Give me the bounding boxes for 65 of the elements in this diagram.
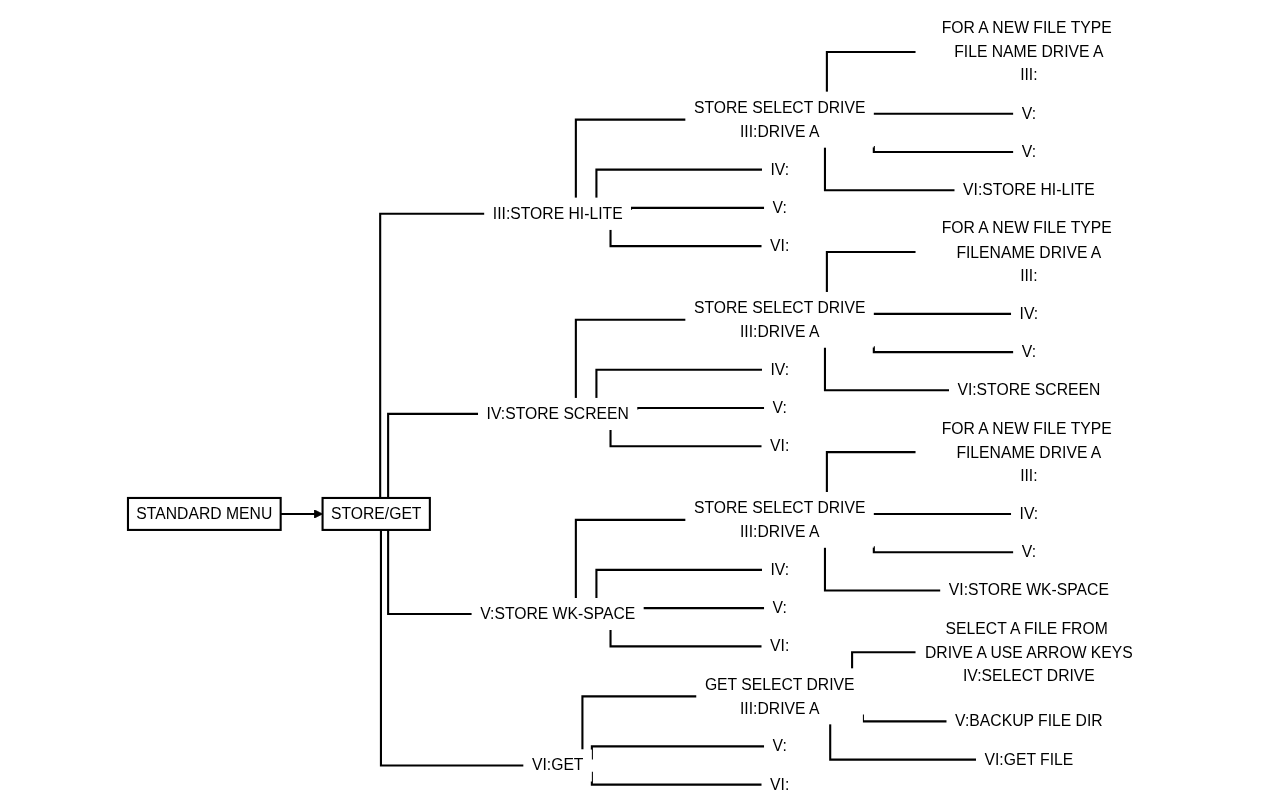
connector: [379, 529, 524, 767]
connector: [595, 168, 762, 198]
node-text: V:: [772, 397, 787, 416]
connector: [825, 250, 916, 292]
node-text: V:: [1021, 141, 1037, 160]
connector: [387, 412, 479, 498]
connector: [609, 429, 762, 447]
node-text: IV:: [770, 359, 790, 378]
connector: [825, 450, 916, 492]
node-text: FOR A NEW FILE TYPE FILE NAME DRIVE A III:: [941, 18, 1112, 84]
connector: [581, 694, 697, 750]
connector: [872, 345, 1014, 353]
connector: [379, 212, 485, 498]
node-text: VI:STORE SCREEN: [957, 380, 1101, 398]
node-text: V:: [772, 736, 787, 755]
node-text: FOR A NEW FILE TYPE FILENAME DRIVE A III:: [941, 418, 1112, 484]
connector: [823, 547, 941, 591]
node-text: IV:: [770, 159, 790, 178]
node-text: VI:: [770, 774, 790, 793]
node-box: STORE/GET: [321, 496, 431, 531]
node-text: VI:: [770, 636, 790, 654]
node-text: V:: [1021, 542, 1037, 560]
node-text: V:STORE WK-SPACE: [480, 603, 636, 622]
connector: [851, 650, 916, 669]
connector: [872, 145, 1014, 153]
node-text: FOR A NEW FILE TYPE FILENAME DRIVE A III:: [941, 218, 1112, 284]
connector: [872, 312, 1012, 316]
connector: [595, 368, 762, 398]
connector: [872, 112, 1014, 116]
connector: [574, 118, 686, 198]
node-text: VI:: [770, 436, 790, 454]
node-text: V:: [772, 197, 787, 216]
node-text: VI:STORE WK-SPACE: [948, 580, 1109, 599]
connector: [574, 318, 686, 398]
node-text: V:: [1021, 341, 1037, 360]
connector: [829, 723, 977, 761]
node-box: STANDARD MENU: [126, 496, 282, 531]
node-text: STORE SELECT DRIVE III:DRIVE A: [693, 497, 866, 540]
connector: [823, 146, 955, 191]
connector: [609, 629, 762, 647]
node-text: V:: [772, 597, 787, 616]
connector: [825, 50, 916, 92]
node-text: GET SELECT DRIVE III:DRIVE A: [704, 674, 855, 716]
connector: [387, 529, 472, 615]
node-text: VI:GET FILE: [984, 749, 1074, 768]
connector: [642, 606, 765, 610]
connector: [595, 568, 762, 598]
node-text: IV:STORE SCREEN: [486, 403, 629, 422]
connector: [609, 229, 762, 247]
node-text: III:STORE HI-LITE: [492, 203, 623, 222]
node-text: IV:: [770, 559, 790, 578]
node-text: SELECT A FILE FROM DRIVE A USE ARROW KEYS IV:SELECT DRIVE: [924, 618, 1133, 684]
connector: [574, 518, 686, 598]
node-text: VI:: [770, 235, 790, 254]
node-text: VI:STORE HI-LITE: [963, 180, 1095, 198]
node-text: STORE SELECT DRIVE III:DRIVE A: [693, 97, 866, 140]
connector: [823, 347, 950, 391]
node-text: V:: [1021, 103, 1037, 122]
node-text: IV:: [1019, 503, 1039, 522]
node-text: STORE SELECT DRIVE III:DRIVE A: [693, 297, 866, 340]
connector: [636, 406, 765, 410]
connector: [872, 512, 1012, 516]
connector: [872, 545, 1014, 553]
node-text: V:BACKUP FILE DIR: [955, 711, 1103, 730]
node-text: IV:: [1019, 303, 1039, 322]
